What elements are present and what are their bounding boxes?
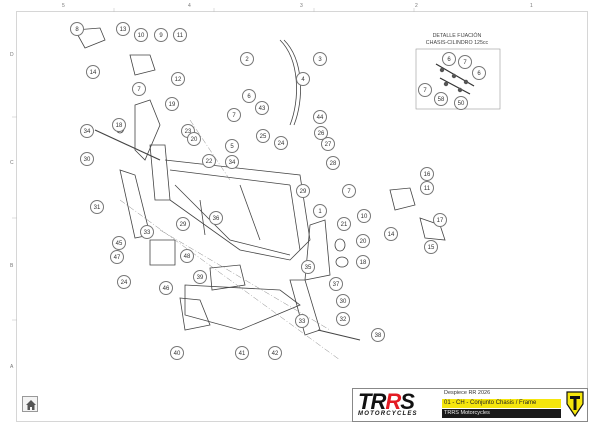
part-callout-11[interactable]: 11 <box>173 28 187 42</box>
detail-title-line2: CHASIS-CILINDRO 125cc <box>425 40 489 46</box>
row-label: C <box>10 160 14 166</box>
part-callout-24[interactable]: 24 <box>274 136 288 150</box>
column-label: 2 <box>415 3 418 9</box>
part-callout-25[interactable]: 25 <box>256 129 270 143</box>
detail-callout[interactable]: 58 <box>434 92 448 106</box>
part-callout-44[interactable]: 44 <box>313 110 327 124</box>
title-block-title: 01 - CH - Conjunto Chasis / Frame <box>442 399 561 408</box>
title-block-company: TRRS Motorcycles <box>442 409 561 418</box>
part-callout-38[interactable]: 38 <box>371 328 385 342</box>
row-label: D <box>10 52 14 58</box>
part-callout-15[interactable]: 15 <box>424 240 438 254</box>
part-callout-5[interactable]: 5 <box>225 139 239 153</box>
part-callout-10[interactable]: 10 <box>134 28 148 42</box>
part-callout-18[interactable]: 18 <box>112 118 126 132</box>
part-callout-4[interactable]: 4 <box>296 72 310 86</box>
detail-title-line1: DETALLE FIJACIÓN <box>432 33 482 39</box>
column-label: 5 <box>62 3 65 9</box>
trrs-shield-icon <box>566 391 584 418</box>
part-callout-47[interactable]: 47 <box>110 250 124 264</box>
part-callout-29[interactable]: 29 <box>296 184 310 198</box>
part-callout-24[interactable]: 24 <box>117 275 131 289</box>
column-label: 3 <box>300 3 303 9</box>
part-callout-39[interactable]: 39 <box>193 270 207 284</box>
part-callout-30[interactable]: 30 <box>80 152 94 166</box>
row-label: B <box>10 263 14 269</box>
part-callout-42[interactable]: 42 <box>268 346 282 360</box>
part-callout-35[interactable]: 35 <box>301 260 315 274</box>
part-callout-33[interactable]: 33 <box>140 225 154 239</box>
part-callout-20[interactable]: 20 <box>187 132 201 146</box>
part-callout-7[interactable]: 7 <box>342 184 356 198</box>
part-callout-2[interactable]: 2 <box>240 52 254 66</box>
trrs-logo: TRRS MOTORCYCLES <box>354 389 440 419</box>
detail-title: DETALLE FIJACIÓN CHASIS-CILINDRO 125cc <box>412 33 502 47</box>
detail-callout[interactable]: 7 <box>418 83 432 97</box>
part-callout-21[interactable]: 21 <box>337 217 351 231</box>
part-callout-17[interactable]: 17 <box>433 213 447 227</box>
part-callout-20[interactable]: 20 <box>356 234 370 248</box>
part-callout-34[interactable]: 34 <box>80 124 94 138</box>
part-callout-45[interactable]: 45 <box>112 236 126 250</box>
part-callout-36[interactable]: 36 <box>209 211 223 225</box>
detail-callout[interactable]: 50 <box>454 96 468 110</box>
part-callout-1[interactable]: 1 <box>313 204 327 218</box>
part-callout-27[interactable]: 27 <box>321 137 335 151</box>
part-callout-40[interactable]: 40 <box>170 346 184 360</box>
part-callout-32[interactable]: 32 <box>336 312 350 326</box>
row-label: A <box>10 364 14 370</box>
part-callout-37[interactable]: 37 <box>329 277 343 291</box>
column-label: 4 <box>188 3 191 9</box>
part-callout-9[interactable]: 9 <box>154 28 168 42</box>
column-label: 1 <box>530 3 533 9</box>
home-button[interactable] <box>22 396 38 412</box>
part-callout-46[interactable]: 46 <box>159 281 173 295</box>
part-callout-7[interactable]: 7 <box>132 82 146 96</box>
part-callout-16[interactable]: 16 <box>420 167 434 181</box>
part-callout-28[interactable]: 28 <box>326 156 340 170</box>
logo-text-a: TR <box>358 389 386 414</box>
logo-text-accent: R <box>385 389 401 414</box>
logo-text-b: S <box>400 389 415 414</box>
part-callout-33[interactable]: 33 <box>295 314 309 328</box>
title-block-project: Despiece RR 2026 <box>444 390 491 396</box>
part-callout-12[interactable]: 12 <box>171 72 185 86</box>
logo-wordmark: TRRS <box>358 389 415 415</box>
part-callout-19[interactable]: 19 <box>165 97 179 111</box>
part-callout-11[interactable]: 11 <box>420 181 434 195</box>
part-callout-41[interactable]: 41 <box>235 346 249 360</box>
part-callout-14[interactable]: 14 <box>384 227 398 241</box>
detail-callout[interactable]: 7 <box>458 55 472 69</box>
part-callout-43[interactable]: 43 <box>255 101 269 115</box>
part-callout-10[interactable]: 10 <box>357 209 371 223</box>
part-callout-18[interactable]: 18 <box>356 255 370 269</box>
part-callout-30[interactable]: 30 <box>336 294 350 308</box>
part-callout-8[interactable]: 8 <box>70 22 84 36</box>
part-callout-34[interactable]: 34 <box>225 155 239 169</box>
part-callout-14[interactable]: 14 <box>86 65 100 79</box>
detail-callout[interactable]: 6 <box>442 52 456 66</box>
part-callout-13[interactable]: 13 <box>116 22 130 36</box>
logo-subtitle: MOTORCYCLES <box>358 411 418 417</box>
part-callout-22[interactable]: 22 <box>202 154 216 168</box>
part-callout-31[interactable]: 31 <box>90 200 104 214</box>
part-callout-26[interactable]: 26 <box>314 126 328 140</box>
part-callout-6[interactable]: 6 <box>242 89 256 103</box>
part-callout-48[interactable]: 48 <box>180 249 194 263</box>
part-callout-7[interactable]: 7 <box>227 108 241 122</box>
detail-callout[interactable]: 6 <box>472 66 486 80</box>
part-callout-3[interactable]: 3 <box>313 52 327 66</box>
part-callout-29[interactable]: 29 <box>176 217 190 231</box>
home-icon <box>26 400 36 410</box>
